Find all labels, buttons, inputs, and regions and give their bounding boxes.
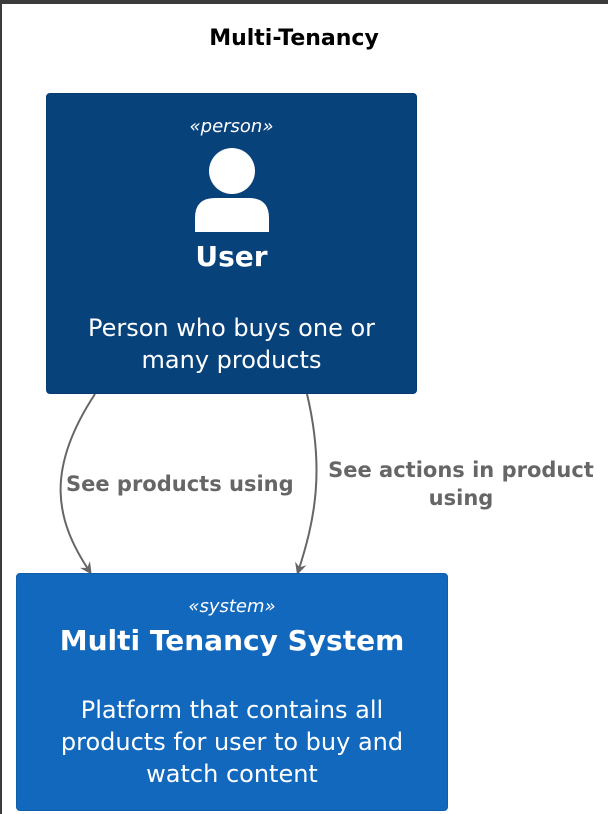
- person-name: User: [195, 240, 268, 273]
- edge-label-see-actions: See actions in product using: [328, 458, 594, 510]
- frame-border-left: [0, 0, 2, 814]
- person-description: Person who buys one or many products: [87, 314, 376, 374]
- system-stereotype: «system»: [188, 596, 276, 617]
- person-node-user[interactable]: «person» User Person who buys one or man…: [46, 93, 417, 394]
- edge-see-actions: [295, 393, 318, 575]
- system-description: Platform that contains all products for …: [60, 696, 404, 788]
- person-stereotype: «person»: [189, 116, 274, 137]
- person-icon: [195, 148, 269, 232]
- edge-see-products: [59, 393, 96, 575]
- diagram-title: Multi-Tenancy: [209, 26, 379, 51]
- frame-border-top: [0, 0, 608, 4]
- system-name: Multi Tenancy System: [59, 624, 405, 657]
- system-node-multi-tenancy[interactable]: «system» Multi Tenancy System Platform t…: [16, 573, 448, 811]
- edge-label-see-products: See products using: [66, 472, 294, 496]
